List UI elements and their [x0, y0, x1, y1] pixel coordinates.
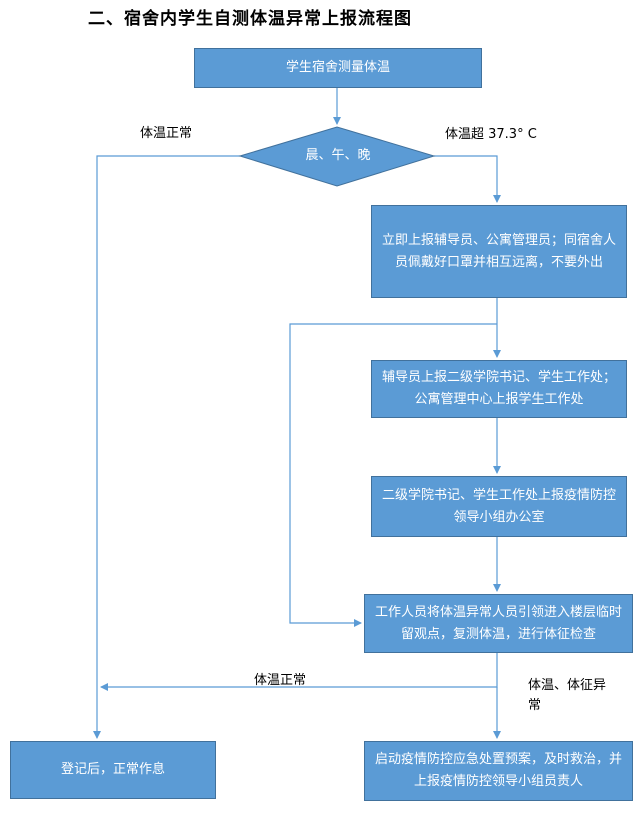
start-box: 学生宿舍测量体温 [194, 48, 482, 88]
arrow-decision-to-normal-end [93, 155, 240, 739]
report-office-box: 二级学院书记、学生工作处上报疫情防控领导小组办公室 [371, 476, 627, 537]
label-recheck-normal: 体温正常 [254, 673, 307, 688]
arrow-decision-to-report1 [434, 155, 501, 203]
label-recheck-abnormal-line1: 体温、体征异 [528, 678, 607, 693]
label-temp-normal-left: 体温正常 [140, 126, 193, 141]
label-temp-over: 体温超 37.3° C [445, 127, 537, 142]
decision-diamond [238, 126, 436, 187]
page-title: 二、宿舍内学生自测体温异常上报流程图 [88, 9, 412, 29]
emergency-box: 启动疫情防控应急处置预案，及时救治，并上报疫情防控领导小组员责人 [364, 741, 633, 801]
label-recheck-abnormal-line2: 常 [528, 698, 542, 713]
normal-routine-box: 登记后，正常作息 [10, 741, 216, 799]
report-college-box: 辅导员上报二级学院书记、学生工作处；公寓管理中心上报学生工作处 [371, 360, 627, 418]
report-counselor-box: 立即上报辅导员、公寓管理员；同宿舍人员佩戴好口罩并相互远离，不要外出 [371, 205, 627, 298]
decision-label: 晨、午、晚 [305, 148, 371, 163]
observation-box: 工作人员将体温异常人员引领进入楼层临时留观点，复测体温，进行体征检查 [364, 594, 633, 653]
arrow-bypass-to-observe [289, 323, 497, 627]
